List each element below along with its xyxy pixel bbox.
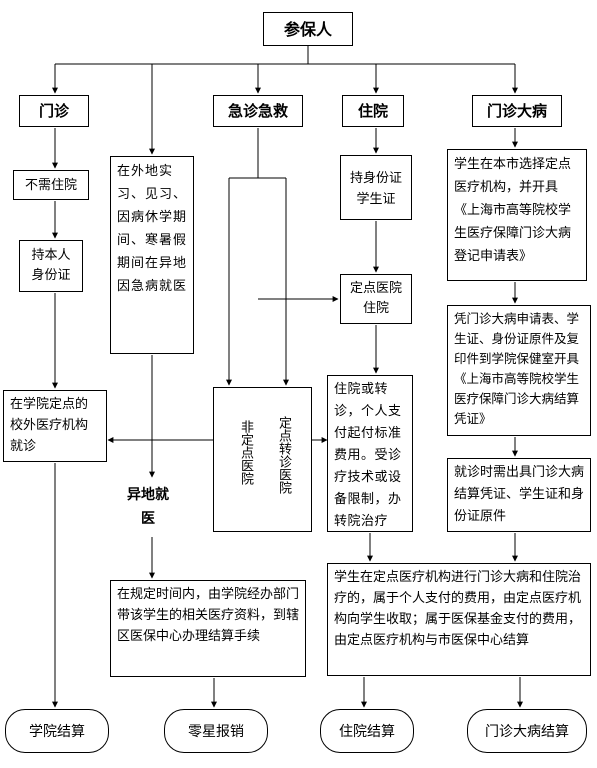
major-certificate-node: 凭门诊大病申请表、学生证、身份证原件及复印件到学院保健室开具《上海市高等院校学生… — [447, 305, 591, 436]
remote-process-label: 在规定时间内，由学院经办部门带该学生的相关医疗资料，到辖区医保中心办理结算手续 — [117, 587, 300, 644]
category-emergency: 急诊急救 — [213, 95, 303, 127]
category-outpatient-label: 门诊 — [38, 101, 69, 120]
remote-label: 异地就医 — [127, 487, 169, 527]
outcome-major-settlement: 门诊大病结算 — [467, 709, 587, 753]
school-hospital-label: 在学院定点的校外医疗机构就诊 — [10, 397, 89, 454]
designated-transfer-hospital-label: 定点转诊医院 — [276, 416, 291, 494]
settlement-note-label: 学生在定点医疗机构进行门诊大病和住院治疗的，属于个人支付的费用，由定点医疗机构向… — [334, 570, 582, 648]
inpatient-transfer-label: 住院或转诊，个人支付起付标准费用。受诊疗技术或设备限制，办转院治疗 — [334, 382, 402, 529]
no-hospitalization-node: 不需住院 — [13, 170, 89, 200]
category-emergency-label: 急诊急救 — [227, 101, 288, 120]
remote-label-node: 异地就医 — [120, 480, 176, 536]
major-visit-node: 就诊时需出具门诊大病结算凭证、学生证和身份证原件 — [447, 458, 591, 532]
remote-process-node: 在规定时间内，由学院经办部门带该学生的相关医疗资料，到辖区医保中心办理结算手续 — [110, 580, 306, 677]
outcome-school-label: 学院结算 — [29, 724, 85, 740]
category-outpatient: 门诊 — [19, 95, 89, 127]
outcome-inpatient-label: 住院结算 — [339, 724, 395, 740]
settlement-note-node: 学生在定点医疗机构进行门诊大病和住院治疗的，属于个人支付的费用，由定点医疗机构向… — [327, 563, 591, 676]
remote-condition-node: 在外地实习、见习、因病休学期间、寒暑假期间在异地因急病就医 — [110, 156, 194, 354]
non-designated-hospital-label: 非定点医院 — [238, 420, 253, 485]
outcome-major-label: 门诊大病结算 — [485, 724, 569, 740]
inpatient-transfer-node: 住院或转诊，个人支付起付标准费用。受诊疗技术或设备限制，办转院治疗 — [327, 375, 413, 532]
emergency-hospitals-node: 非定点医院 定点转诊医院 — [213, 387, 312, 532]
outcome-school-settlement: 学院结算 — [5, 709, 109, 753]
school-hospital-node: 在学院定点的校外医疗机构就诊 — [3, 390, 107, 462]
remote-condition-label: 在外地实习、见习、因病休学期间、寒暑假期间在异地因急病就医 — [117, 164, 188, 294]
root-label: 参保人 — [283, 19, 332, 39]
designated-hospital-node: 定点医院住院 — [340, 274, 412, 324]
major-select-node: 学生在本市选择定点医疗机构，并开具《上海市高等院校学生医疗保障门诊大病登记申请表… — [447, 149, 587, 281]
category-inpatient: 住院 — [342, 95, 404, 127]
id-card-label: 持本人身份证 — [31, 248, 71, 283]
category-major-outpatient-label: 门诊大病 — [486, 101, 547, 120]
root-node: 参保人 — [263, 12, 353, 46]
id-card-node: 持本人身份证 — [19, 240, 83, 292]
major-certificate-label: 凭门诊大病申请表、学生证、身份证原件及复印件到学院保健室开具《上海市高等院校学生… — [454, 311, 580, 426]
no-hospitalization-label: 不需住院 — [24, 177, 77, 193]
designated-hospital-label: 定点医院住院 — [349, 281, 402, 316]
major-select-label: 学生在本市选择定点医疗机构，并开具《上海市高等院校学生医疗保障门诊大病登记申请表… — [454, 157, 572, 264]
outcome-sporadic-label: 零星报销 — [188, 724, 244, 740]
category-major-outpatient: 门诊大病 — [472, 95, 562, 127]
major-visit-label: 就诊时需出具门诊大病结算凭证、学生证和身份证原件 — [454, 465, 585, 524]
inpatient-id-node: 持身份证学生证 — [340, 155, 412, 220]
category-inpatient-label: 住院 — [357, 101, 388, 120]
inpatient-id-label: 持身份证学生证 — [349, 171, 402, 207]
outcome-sporadic-reimbursement: 零星报销 — [164, 709, 268, 753]
outcome-inpatient-settlement: 住院结算 — [320, 709, 414, 753]
